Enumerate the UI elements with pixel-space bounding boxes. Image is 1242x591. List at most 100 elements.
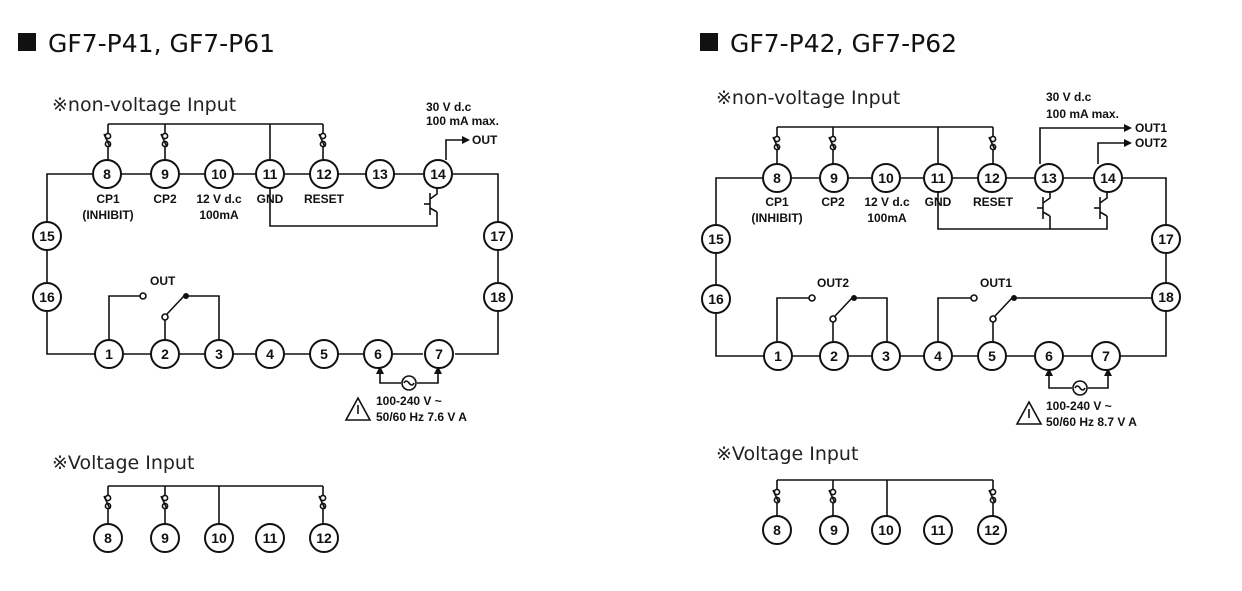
right-cp2-label: CP2 [821,195,845,209]
right-supply-note: 30 V d.c [1046,90,1092,104]
right-non-voltage-label: ※non-voltage Input [716,87,900,109]
svg-text:4: 4 [266,346,274,362]
svg-text:10: 10 [878,170,894,186]
left-pin-2: 2 [150,339,180,369]
svg-text:12: 12 [316,166,332,182]
svg-text:8: 8 [773,170,781,186]
right-pin-18: 18 [1151,282,1181,312]
right-pin-6: 6 [1034,341,1064,371]
svg-text:15: 15 [39,228,55,244]
square-bullet-icon [700,33,718,51]
right-pin-13: 13 [1034,163,1064,193]
left-gnd-label: GND [257,192,284,206]
left-pin-13: 13 [365,159,395,189]
transistor-icon [1037,192,1051,219]
svg-text:9: 9 [161,166,169,182]
svg-text:14: 14 [1100,170,1116,186]
switch-contact-icon [828,480,837,516]
transistor-icon [1094,192,1108,219]
svg-text:7: 7 [435,346,443,362]
right-pin-16: 16 [701,284,731,314]
right-reset-label: RESET [973,195,1014,209]
left-pin-10: 10 [204,159,234,189]
left-pin-17: 17 [483,221,513,251]
svg-text:16: 16 [39,289,55,305]
right-pin-14: 14 [1093,163,1123,193]
svg-text:8: 8 [104,530,112,546]
svg-text:17: 17 [490,228,506,244]
svg-text:13: 13 [372,166,388,182]
svg-text:9: 9 [830,522,838,538]
svg-text:11: 11 [931,170,946,186]
left-pin-6: 6 [363,339,393,369]
svg-text:3: 3 [882,348,890,364]
switch-contact-icon [988,480,997,516]
left-pin-7: 7 [424,339,454,369]
svg-text:2: 2 [161,346,169,362]
switch-contact-icon [988,127,997,164]
left-12v-label: 12 V d.c [196,192,242,206]
left-pin-9: 9 [150,159,180,189]
right-vpin-11: 11 [923,515,953,545]
left-pin-8: 8 [92,159,122,189]
left-reset-label: RESET [304,192,345,206]
svg-text:8: 8 [773,522,781,538]
svg-text:9: 9 [830,170,838,186]
right-pin-2: 2 [819,341,849,371]
right-title: GF7-P42, GF7-P62 [730,29,957,58]
left-pin-3: 3 [204,339,234,369]
left-vpin-8: 8 [93,523,123,553]
warning-triangle-icon [1015,400,1043,425]
right-power1: 100-240 V ~ [1046,399,1112,413]
svg-text:18: 18 [1158,289,1174,305]
right-pin-1: 1 [763,341,793,371]
warning-triangle-icon [344,396,372,421]
svg-text:6: 6 [374,346,382,362]
left-pin-11: 11 [255,159,285,189]
right-pin-8: 8 [762,163,792,193]
left-voltage-label: ※Voltage Input [52,452,194,474]
left-power2: 50/60 Hz 7.6 V A [376,410,467,424]
left-pin-14: 14 [423,159,453,189]
left-cp2-label: CP2 [153,192,177,206]
left-pin-1: 1 [94,339,124,369]
right-100ma-label: 100mA [867,211,907,225]
left-diagram: GF7-P41, GF7-P61 ※non-voltage Input [18,29,513,553]
left-pin-15: 15 [32,221,62,251]
svg-text:14: 14 [430,166,446,182]
svg-text:10: 10 [878,522,894,538]
right-diagram: GF7-P42, GF7-P62 ※non-voltage Input [700,29,1181,545]
left-relay-out-label: OUT [150,274,176,288]
svg-text:6: 6 [1045,348,1053,364]
ac-source-icon [1045,368,1112,396]
right-pin-11: 11 [923,163,953,193]
right-vpin-12: 12 [977,515,1007,545]
svg-text:10: 10 [211,166,227,182]
right-gnd-label: GND [925,195,952,209]
relay-contact-icon [937,294,1152,342]
switch-contact-icon [103,486,112,524]
right-pin-7: 7 [1091,341,1121,371]
left-pin-4: 4 [255,339,285,369]
right-pin-9: 9 [819,163,849,193]
switch-contact-icon [318,486,327,524]
left-pin-18: 18 [483,282,513,312]
right-pin-17: 17 [1151,224,1181,254]
ac-source-icon [376,366,442,391]
svg-text:5: 5 [320,346,328,362]
svg-text:15: 15 [708,231,724,247]
left-title: GF7-P41, GF7-P61 [48,29,275,58]
svg-text:4: 4 [934,348,942,364]
svg-text:18: 18 [490,289,506,305]
left-vpin-10: 10 [204,523,234,553]
svg-text:17: 17 [1158,231,1174,247]
switch-contact-icon [160,486,169,524]
right-relay-out2-label: OUT2 [817,276,849,290]
right-12v-label: 12 V d.c [864,195,910,209]
square-bullet-icon [18,33,36,51]
svg-text:8: 8 [103,166,111,182]
right-supply-note2: 100 mA max. [1046,107,1119,121]
right-vpin-9: 9 [819,515,849,545]
relay-contact-icon [108,292,220,340]
